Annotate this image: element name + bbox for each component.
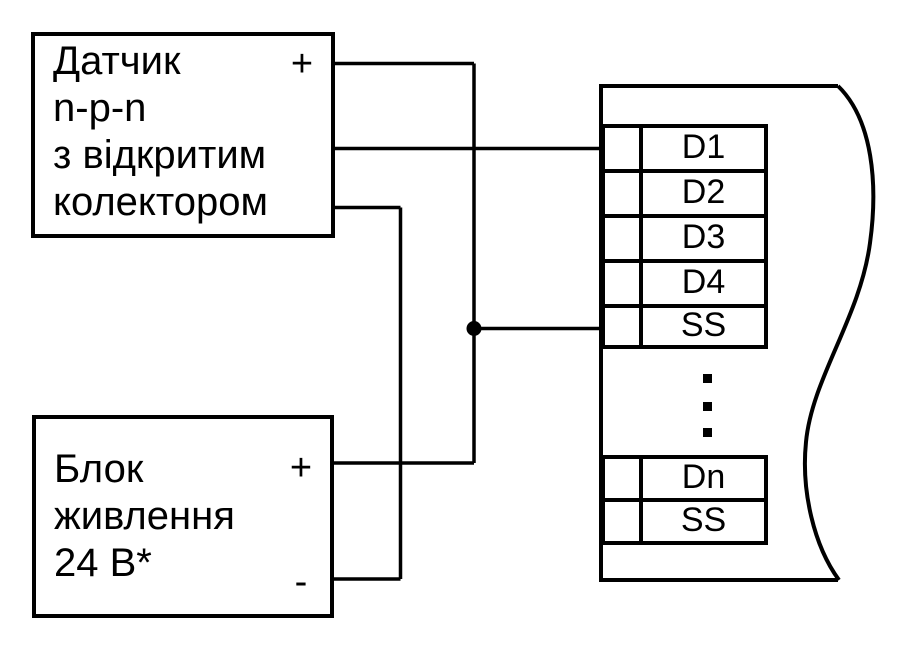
terminal-stub-cell	[605, 128, 643, 169]
terminal-label: D3	[681, 218, 726, 256]
terminal-label: D2	[681, 173, 726, 211]
terminal-label: Dn	[681, 458, 726, 496]
sensor-label-line-1: Датчик	[53, 39, 181, 83]
terminal-stub-cell	[605, 263, 643, 304]
terminal-stub-cell	[605, 173, 643, 214]
terminal-row-d4: D4	[601, 259, 768, 308]
psu-label-line-1: Блок	[54, 447, 144, 491]
terminal-row-d1: D1	[601, 124, 768, 173]
terminal-row-dn: Dn	[601, 455, 768, 502]
terminal-row-d2: D2	[601, 169, 768, 218]
ellipsis-dot	[703, 428, 712, 437]
junction-dot	[466, 321, 482, 336]
sensor-label-line-3: з відкритим	[53, 133, 267, 177]
terminal-stub-cell	[605, 308, 643, 345]
sensor-plus-terminal: +	[290, 43, 314, 85]
sensor-box-label: Датчик n-p-n з відкритим колектором	[53, 38, 268, 226]
sensor-box: Датчик n-p-n з відкритим колектором +	[31, 32, 335, 238]
psu-plus-terminal: +	[289, 447, 313, 489]
terminal-label: D1	[681, 128, 726, 166]
terminal-stub-cell	[605, 502, 643, 541]
terminal-device-break-curve	[802, 84, 876, 582]
ellipsis-dot	[703, 374, 712, 383]
terminal-row-ss: SS	[601, 304, 768, 349]
terminal-row-ss2: SS	[601, 498, 768, 545]
psu-label-line-3: 24 В*	[54, 541, 152, 585]
terminal-label: SS	[680, 501, 727, 539]
terminal-label: D4	[681, 263, 726, 301]
power-supply-box: Блок живлення 24 В* + -	[32, 415, 334, 618]
sensor-label-line-4: колектором	[53, 180, 268, 224]
terminal-stub-cell	[605, 218, 643, 259]
terminal-row-d3: D3	[601, 214, 768, 263]
ellipsis-dot	[703, 402, 712, 411]
psu-label-line-2: живлення	[54, 494, 235, 538]
sensor-label-line-2: n-p-n	[53, 86, 147, 130]
psu-minus-terminal: -	[294, 561, 308, 603]
terminal-label: SS	[680, 306, 727, 344]
terminal-stub-cell	[605, 459, 643, 498]
power-supply-box-label: Блок живлення 24 В*	[54, 446, 235, 587]
